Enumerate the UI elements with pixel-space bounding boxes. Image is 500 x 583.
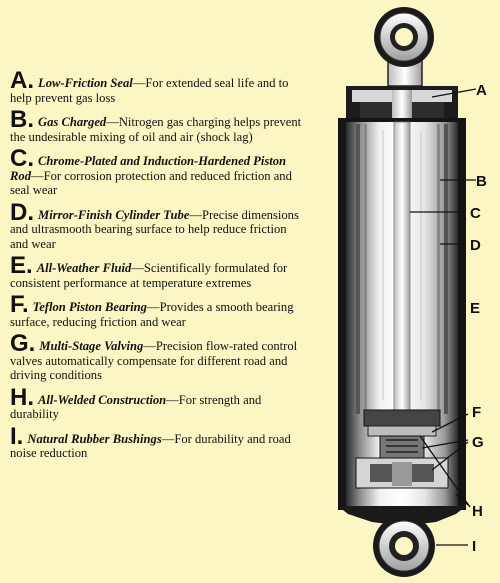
legend-term: Teflon Piston Bearing <box>32 300 147 314</box>
legend-letter: B. <box>10 106 34 133</box>
legend-dash: — <box>143 339 156 353</box>
legend-letter: D. <box>10 198 34 226</box>
legend-letter: E. <box>10 252 33 279</box>
legend-desc: Precision flow-rated control valves auto… <box>10 339 298 382</box>
callout-label-b: B <box>476 173 487 190</box>
legend-item-i: I.Natural Rubber Bushings—For durability… <box>10 424 302 461</box>
callout-label-g: G <box>472 434 484 451</box>
callout-label-e: E <box>470 300 480 317</box>
legend-dash: — <box>31 168 44 183</box>
legend-term: Natural Rubber Bushings <box>27 431 162 446</box>
legend-letter: C. <box>10 145 34 172</box>
legend-item-g: G.Multi-Stage Valving—Precision flow-rat… <box>10 332 302 383</box>
top-mounting-eye <box>374 7 434 87</box>
callout-label-d: D <box>470 237 481 254</box>
callout-line-f <box>431 413 469 433</box>
legend-letter: I. <box>10 422 24 450</box>
legend-letter: A. <box>10 67 34 94</box>
legend-item-e: E.All-Weather Fluid—Scientifically formu… <box>10 254 302 290</box>
legend-dash: — <box>132 76 146 90</box>
callout-label-i: I <box>472 538 476 555</box>
legend-item-d: D. Mirror-Finish Cylinder Tube—Precise di… <box>10 200 302 252</box>
legend-desc: For strength and durability <box>10 392 262 422</box>
callout-line-h <box>455 493 469 506</box>
legend-dash: — <box>106 115 119 129</box>
legend-item-f: F.Teflon Piston Bearing—Provides a smoot… <box>10 293 302 329</box>
legend-term: Mirror-Finish Cylinder Tube <box>38 207 190 222</box>
piston-valving <box>355 409 449 489</box>
legend-dash: — <box>189 207 202 222</box>
legend-letter: G. <box>10 330 36 357</box>
legend-desc: For durability and road noise reduction <box>10 431 291 461</box>
legend-dash: — <box>166 392 179 407</box>
callout-label-a: A <box>476 82 487 99</box>
callout-line-g1 <box>421 439 469 449</box>
legend-desc: For corrosion protection and reduced fri… <box>10 168 292 198</box>
callout-line-a <box>431 88 477 98</box>
legend-item-c: C.Chrome-Plated and Induction-Hardened P… <box>10 147 302 198</box>
legend-item-a: A. Low-Friction Seal—For extended seal li… <box>10 69 302 105</box>
feature-legend: A.Low-Friction Seal—For extended seal li… <box>10 69 302 467</box>
legend-term: All-Welded Construction <box>38 392 167 407</box>
legend-desc: Scientifically formulated for consistent… <box>10 261 288 290</box>
legend-dash: — <box>131 261 144 275</box>
legend-desc: Nitrogen gas charging helps prevent the … <box>10 115 302 144</box>
legend-term: Low-Friction Seal <box>38 76 133 90</box>
legend-desc: Precise dimensions and ultrasmooth beari… <box>10 207 299 251</box>
callout-line-h2 <box>419 435 471 508</box>
legend-item-b: B. Gas Charged—Nitrogen gas charging help… <box>10 108 302 144</box>
low-friction-seal <box>346 86 458 122</box>
bottom-mounting-eye <box>373 515 435 577</box>
legend-item-h: H. All-Welded Construction—For strength a… <box>10 385 302 422</box>
legend-term: Multi-Stage Valving <box>39 339 144 353</box>
legend-dash: — <box>161 431 175 446</box>
legend-term: Chrome-Plated and Induction-Hardened Pis… <box>10 154 287 183</box>
legend-dash: — <box>146 300 160 314</box>
piston-rod <box>393 121 411 413</box>
legend-term: Gas Charged <box>38 115 107 129</box>
legend-letter: F. <box>10 291 29 318</box>
callout-label-f: F <box>472 404 481 421</box>
legend-desc: For extended seal life and to help preve… <box>10 76 289 105</box>
callout-label-h: H <box>472 503 483 520</box>
callout-label-c: C <box>470 205 481 222</box>
legend-letter: H. <box>10 383 34 411</box>
callout-line-g2 <box>431 441 469 471</box>
legend-desc: Provides a smooth bearing surface, reduc… <box>10 300 294 329</box>
legend-term: All-Weather Fluid <box>36 261 132 275</box>
callout-lines <box>410 88 477 546</box>
